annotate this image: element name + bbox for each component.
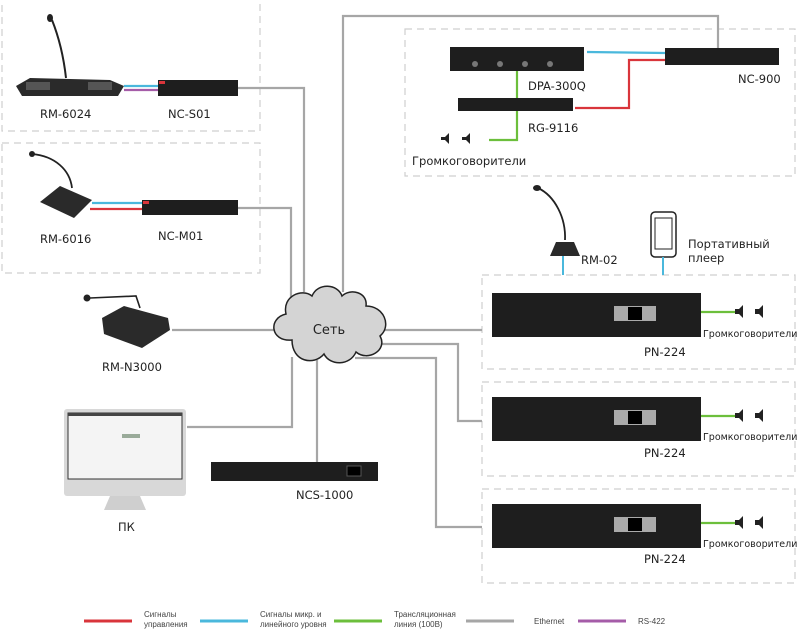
pn224-device-3 xyxy=(492,504,701,548)
pn224-label-3: PN-224 xyxy=(644,552,686,566)
group-boxes xyxy=(1,0,796,584)
rm6024-device xyxy=(16,14,124,96)
ncs1000: NCS-1000 xyxy=(211,462,378,502)
rg9116-label: RG-9116 xyxy=(528,121,578,135)
legend-label-line100v: линия (100В) xyxy=(394,620,443,629)
pn224-device-2 xyxy=(492,397,701,441)
group-box-rm6016 xyxy=(1,142,261,274)
rm02-label: RM-02 xyxy=(581,253,618,267)
nc900-device xyxy=(665,48,779,65)
rm02-device xyxy=(533,185,580,256)
eth-pn224-2 xyxy=(375,342,482,423)
network-label: Сеть xyxy=(313,323,345,338)
rack-speakers-icon xyxy=(441,133,470,144)
rm6024-label: RM-6024 xyxy=(40,107,91,121)
pn224-label-1: PN-224 xyxy=(644,345,686,359)
legend-label-audio: линейного уровня xyxy=(260,620,327,629)
group-zone2: Громкоговорители PN-224 xyxy=(492,397,797,460)
rack-speakers-label: Громкоговорители xyxy=(412,154,526,168)
nc900-label: NC-900 xyxy=(738,72,781,86)
group-box-rm6024 xyxy=(1,0,261,132)
dpa300q-label: DPA-300Q xyxy=(528,79,586,93)
ncm01-device xyxy=(142,200,238,215)
rm6016-device xyxy=(29,151,92,218)
legend-label-ethernet: Ethernet xyxy=(534,617,565,626)
rmn3000-label: RM-N3000 xyxy=(102,360,162,374)
legend-label-control: управления xyxy=(144,620,188,629)
zone1-speakers-icon xyxy=(735,305,763,318)
eth-ncm01 xyxy=(238,206,293,300)
pc: ПК xyxy=(64,409,186,534)
ncs01-label: NC-S01 xyxy=(168,107,211,121)
eth-nc900 xyxy=(341,14,720,292)
network-cloud: Сеть xyxy=(273,285,387,364)
group-box-zone2 xyxy=(481,381,796,477)
zone2-speakers-label: Громкоговорители xyxy=(703,432,797,443)
legend-label-rs422: RS-422 xyxy=(638,617,666,626)
pn224-label-2: PN-224 xyxy=(644,446,686,460)
group-zone1: RM-02 Портативный плеер Громкоговорители… xyxy=(492,185,797,359)
zone3-speakers-label: Громкоговорители xyxy=(703,539,797,550)
ncs01-device xyxy=(158,80,238,96)
group-rm6016: RM-6016 NC-M01 xyxy=(29,151,238,246)
group-rm6024: RM-6024 NC-S01 xyxy=(16,14,238,121)
group-box-zone1 xyxy=(481,274,796,370)
pc-label: ПК xyxy=(118,520,135,534)
pn224-device-1 xyxy=(492,293,701,337)
rg9116-device xyxy=(458,98,573,111)
legend-label-line100v: Трансляционная xyxy=(394,610,456,619)
rm6016-label: RM-6016 xyxy=(40,232,91,246)
zone2-speakers-icon xyxy=(735,409,763,422)
eth-pn224-3 xyxy=(355,356,482,529)
legend-label-control: Сигналы xyxy=(144,610,177,619)
zone1-speakers-label: Громкоговорители xyxy=(703,329,797,340)
ethernet-lines xyxy=(172,14,720,529)
group-zone3: Громкоговорители PN-224 xyxy=(492,504,797,566)
dpa300q-device xyxy=(450,47,584,71)
rmn3000: RM-N3000 xyxy=(83,294,170,374)
ncm01-label: NC-M01 xyxy=(158,229,203,243)
player-label-line2: плеер xyxy=(688,251,724,265)
ncs1000-label: NCS-1000 xyxy=(296,488,353,502)
zone3-speakers-icon xyxy=(735,516,763,529)
group-rack: DPA-300Q RG-9116 NC-900 Громкоговорители xyxy=(412,47,781,168)
legend-label-audio: Сигналы микр. и xyxy=(260,610,322,619)
group-box-zone3 xyxy=(481,488,796,584)
portable-player-icon xyxy=(650,211,677,258)
group-box-rack xyxy=(404,28,796,177)
eth-pc xyxy=(187,357,294,429)
eth-ncs01 xyxy=(238,86,306,292)
player-label-line1: Портативный xyxy=(688,237,770,251)
